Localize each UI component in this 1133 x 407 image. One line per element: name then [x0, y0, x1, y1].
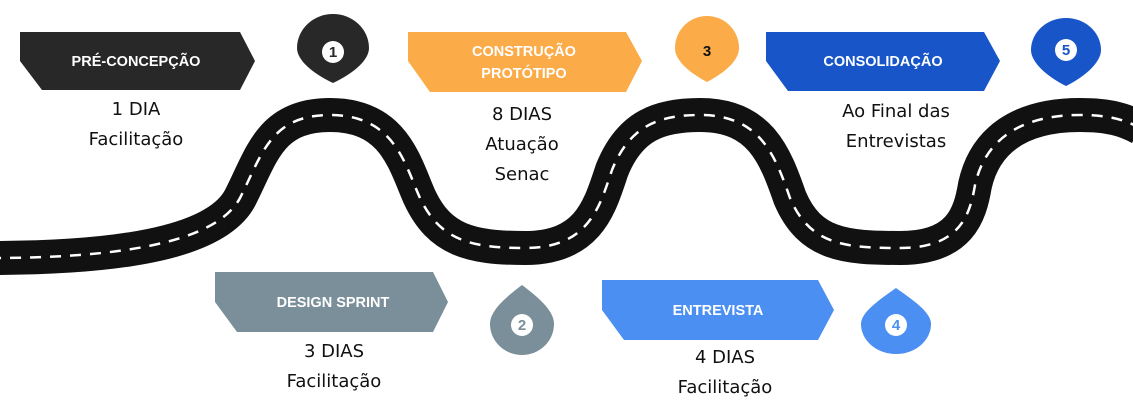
step-1-number: 1 [329, 44, 337, 61]
step-1-description: 1 DIA Facilitação [56, 95, 216, 155]
step-3-detail-line-2: Senac [494, 164, 550, 185]
step-1-pin-badge [322, 41, 344, 63]
step-2-duration: 3 DIAS [303, 341, 365, 362]
step-3-banner [408, 32, 642, 92]
step-4-banner [602, 280, 834, 340]
step-2-banner [215, 272, 448, 332]
step-3-title-line-1: CONSTRUÇÃO [472, 42, 576, 60]
step-5: CONSOLIDAÇÃO 5 [766, 18, 1101, 91]
step-4-pin-badge [885, 314, 907, 336]
step-3-detail-line-1: Atuação [485, 134, 559, 155]
step-2-number: 2 [518, 317, 526, 334]
step-5-description: Ao Final das Entrevistas [816, 97, 976, 157]
step-1-duration: 1 DIA [111, 99, 161, 120]
step-2-title: DESIGN SPRINT [277, 295, 390, 311]
step-3-description: 8 DIAS Atuação Senac [442, 100, 602, 190]
step-3-pin-badge [696, 40, 718, 62]
step-5-pin-badge [1055, 39, 1077, 61]
step-5-detail-line-1: Ao Final das [842, 101, 950, 122]
step-1: PRÉ-CONCEPÇÃO 1 [20, 14, 369, 90]
step-5-title: CONSOLIDAÇÃO [823, 52, 942, 70]
road-center-line [0, 113, 1133, 260]
step-2-pin-badge [511, 314, 533, 336]
step-4-number: 4 [892, 317, 901, 334]
step-4-detail: Facilitação [677, 377, 773, 398]
step-2-detail: Facilitação [286, 371, 382, 392]
step-4-duration: 4 DIAS [694, 347, 756, 368]
step-2-description: 3 DIAS Facilitação [254, 337, 414, 397]
step-3-number: 3 [703, 43, 711, 60]
step-4-description: 4 DIAS Facilitação [645, 343, 805, 403]
step-1-title: PRÉ-CONCEPÇÃO [72, 52, 201, 70]
step-3: CONSTRUÇÃO PROTÓTIPO 3 [408, 16, 739, 92]
step-1-banner [20, 32, 255, 90]
step-5-banner [766, 32, 1000, 91]
step-4-title: ENTREVISTA [673, 303, 764, 319]
step-3-title-line-2: PROTÓTIPO [481, 64, 566, 82]
step-5-number: 5 [1062, 42, 1070, 59]
step-5-detail-line-2: Entrevistas [845, 131, 947, 152]
step-1-detail: Facilitação [88, 129, 184, 150]
step-3-duration: 8 DIAS [491, 104, 553, 125]
step-4: ENTREVISTA 4 [602, 280, 931, 354]
road [0, 98, 1133, 275]
step-2: DESIGN SPRINT 2 [215, 272, 554, 355]
